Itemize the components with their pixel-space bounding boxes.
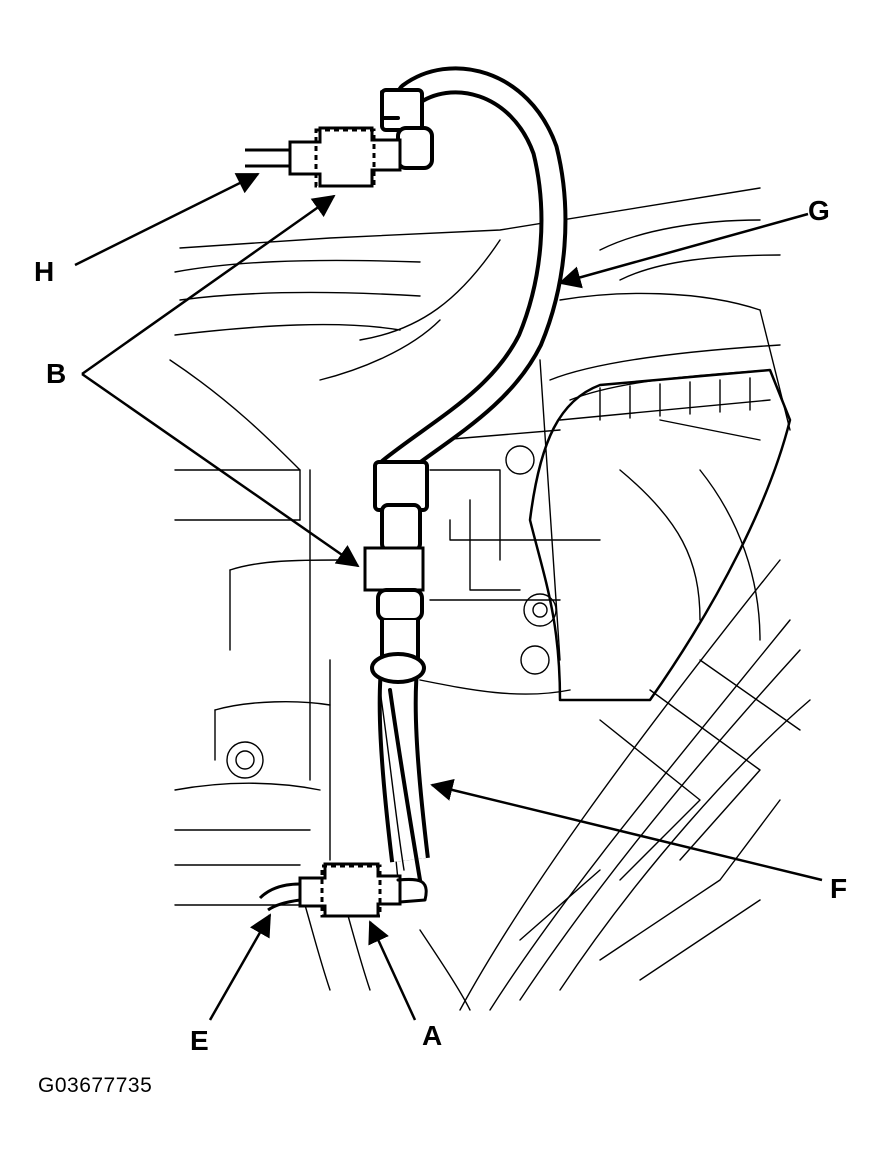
leader-h xyxy=(74,172,260,267)
leader-b-upper xyxy=(81,194,336,376)
callout-a: A xyxy=(422,1020,443,1051)
leader-lines xyxy=(74,172,823,1021)
leader-e xyxy=(208,913,272,1021)
leader-b-mid xyxy=(81,372,360,568)
hose-f xyxy=(370,620,430,882)
callout-b: B xyxy=(46,358,67,389)
valve-a-lower xyxy=(258,862,428,918)
valve-b-upper xyxy=(245,126,402,188)
leader-g xyxy=(558,212,809,289)
callout-h: H xyxy=(34,256,55,287)
callout-f: F xyxy=(830,873,848,904)
callout-g: G xyxy=(808,195,830,226)
hose-g xyxy=(376,66,568,484)
leader-a xyxy=(368,920,417,1021)
mounting-bracket xyxy=(528,368,792,702)
callout-e: E xyxy=(190,1025,209,1056)
figure-id: G03677735 xyxy=(38,1074,153,1097)
leader-f xyxy=(430,778,823,882)
hose-connector-assembly xyxy=(363,460,429,622)
